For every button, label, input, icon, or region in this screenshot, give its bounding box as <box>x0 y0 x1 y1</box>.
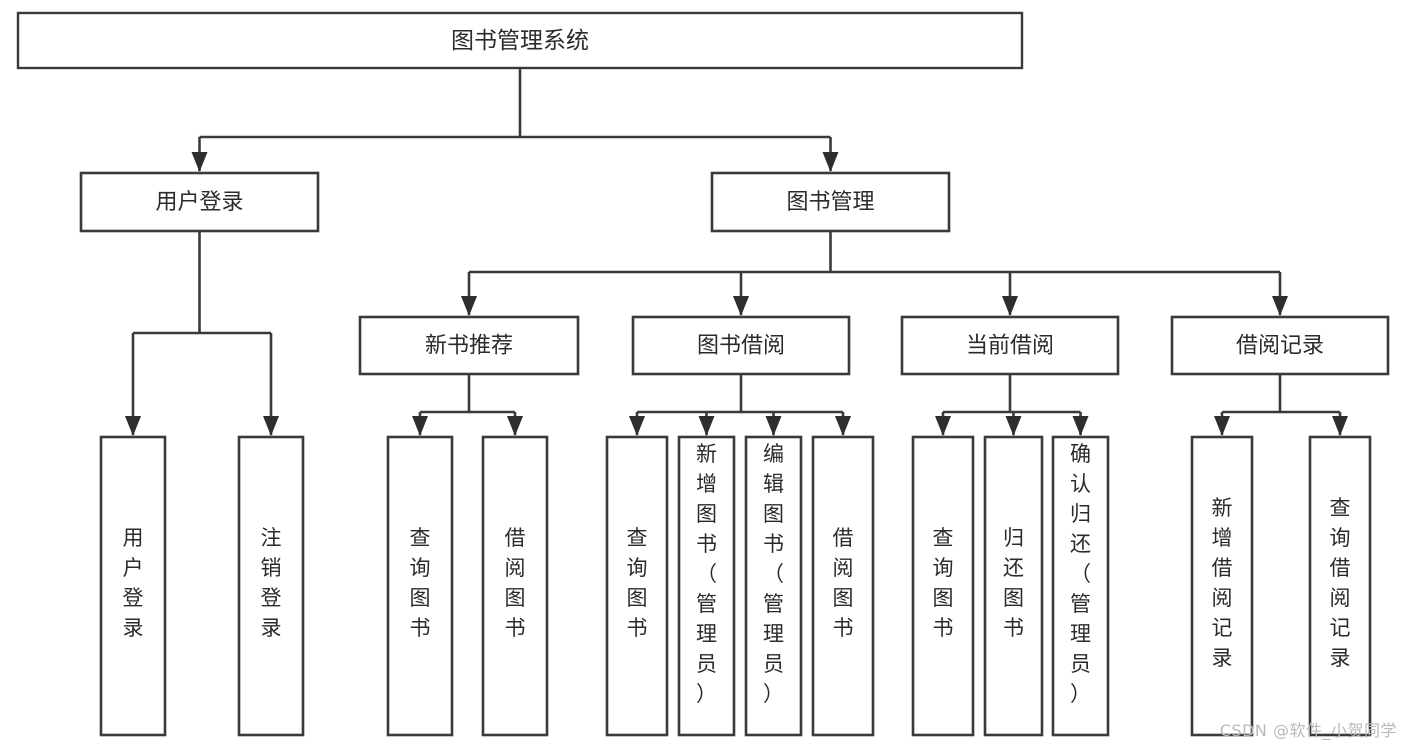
node-label-new-book-rec: 新书推荐 <box>425 334 513 359</box>
arrow-head-icon-leaf-return-book <box>1005 416 1022 436</box>
node-label-book-borrow: 图书借阅 <box>697 334 785 359</box>
arrow-head-icon-leaf-query-book-2 <box>629 416 645 436</box>
node-box-book-borrow[interactable] <box>631 315 851 376</box>
node-box-borrow-record[interactable] <box>1170 315 1390 376</box>
leaf-label-leaf-query-book-2: 查询图书 <box>627 526 648 640</box>
arrow-head-icon-leaf-query-book-1 <box>412 416 428 436</box>
leaf-label-leaf-confirm-return: 确认归还（管理员） <box>1070 442 1091 706</box>
leaf-label-leaf-logout: 注销登录 <box>261 526 282 640</box>
arrow-head-icon-leaf-user-login <box>125 416 141 436</box>
csdn-watermark: CSDN @软件_小贺同学 <box>1219 721 1397 740</box>
leaf-label-leaf-borrow-book-1: 借阅图书 <box>505 526 526 640</box>
node-box-leaf-user-login[interactable] <box>99 435 167 737</box>
leaf-label-leaf-add-book: 新增图书（管理员） <box>696 442 717 706</box>
node-label-current-borrow: 当前借阅 <box>966 334 1054 359</box>
arrow-head-icon-bm-borrow-record <box>1272 296 1288 316</box>
node-box-root[interactable] <box>16 11 1024 70</box>
arrow-head-icon-leaf-add-record <box>1214 416 1230 436</box>
node-box-leaf-borrow-book-2[interactable] <box>811 435 875 737</box>
node-box-book-manage[interactable] <box>710 171 951 233</box>
leaf-label-leaf-user-login: 用户登录 <box>123 526 144 640</box>
node-box-leaf-query-record[interactable] <box>1308 435 1372 737</box>
node-box-user-login[interactable] <box>79 171 320 233</box>
arrow-head-icon-leaf-add-book <box>698 416 715 436</box>
node-box-leaf-query-book-2[interactable] <box>605 435 669 737</box>
node-label-book-manage: 图书管理 <box>786 190 874 215</box>
leaf-label-leaf-borrow-book-2: 借阅图书 <box>833 526 854 640</box>
arrow-head-icon-leaf-borrow-book-2 <box>835 416 851 436</box>
leaf-label-leaf-query-record: 查询借阅记录 <box>1330 496 1351 670</box>
node-box-leaf-confirm-return[interactable] <box>1051 435 1110 737</box>
arrow-head-icon-bm-new-book-rec <box>461 296 477 316</box>
node-box-current-borrow[interactable] <box>900 315 1120 376</box>
node-box-new-book-rec[interactable] <box>358 315 580 376</box>
node-label-root: 图书管理系统 <box>451 28 589 54</box>
leaf-label-leaf-add-record: 新增借阅记录 <box>1212 496 1233 670</box>
arrow-head-icon-leaf-edit-book <box>765 416 782 436</box>
arrow-head-icon-leaf-confirm-return <box>1072 416 1089 436</box>
arrow-head-icon-leaf-query-record <box>1332 416 1348 436</box>
arrow-head-icon-leaf-borrow-book-1 <box>507 416 523 436</box>
node-label-user-login: 用户登录 <box>155 190 243 215</box>
node-box-leaf-borrow-book-1[interactable] <box>481 435 549 737</box>
node-box-leaf-query-book-1[interactable] <box>386 435 454 737</box>
node-box-leaf-add-book[interactable] <box>677 435 736 737</box>
arrow-head-icon-root-user-login <box>191 152 208 172</box>
arrow-head-icon-leaf-logout <box>263 416 279 436</box>
connector-edges <box>125 68 1348 436</box>
node-labels: 图书管理系统用户登录图书管理新书推荐图书借阅当前借阅借阅记录用户登录注销登录查询… <box>123 28 1351 706</box>
leaf-label-leaf-query-book-3: 查询图书 <box>933 526 954 640</box>
leaf-label-leaf-query-book-1: 查询图书 <box>410 526 431 640</box>
arrow-head-icon-leaf-query-book-3 <box>935 416 951 436</box>
node-boxes <box>16 11 1390 737</box>
leaf-label-leaf-edit-book: 编辑图书（管理员） <box>763 442 784 706</box>
arrow-head-icon-bm-book-borrow <box>733 296 749 316</box>
node-box-leaf-add-record[interactable] <box>1190 435 1254 737</box>
arrow-head-icon-bm-current-borrow <box>1002 296 1018 316</box>
node-box-leaf-query-book-3[interactable] <box>911 435 975 737</box>
node-box-leaf-logout[interactable] <box>237 435 305 737</box>
node-box-leaf-edit-book[interactable] <box>744 435 803 737</box>
leaf-label-leaf-return-book: 归还图书 <box>1003 526 1024 640</box>
node-label-borrow-record: 借阅记录 <box>1236 334 1324 359</box>
arrow-head-icon-root-book-manage <box>822 152 839 172</box>
node-box-leaf-return-book[interactable] <box>983 435 1044 737</box>
